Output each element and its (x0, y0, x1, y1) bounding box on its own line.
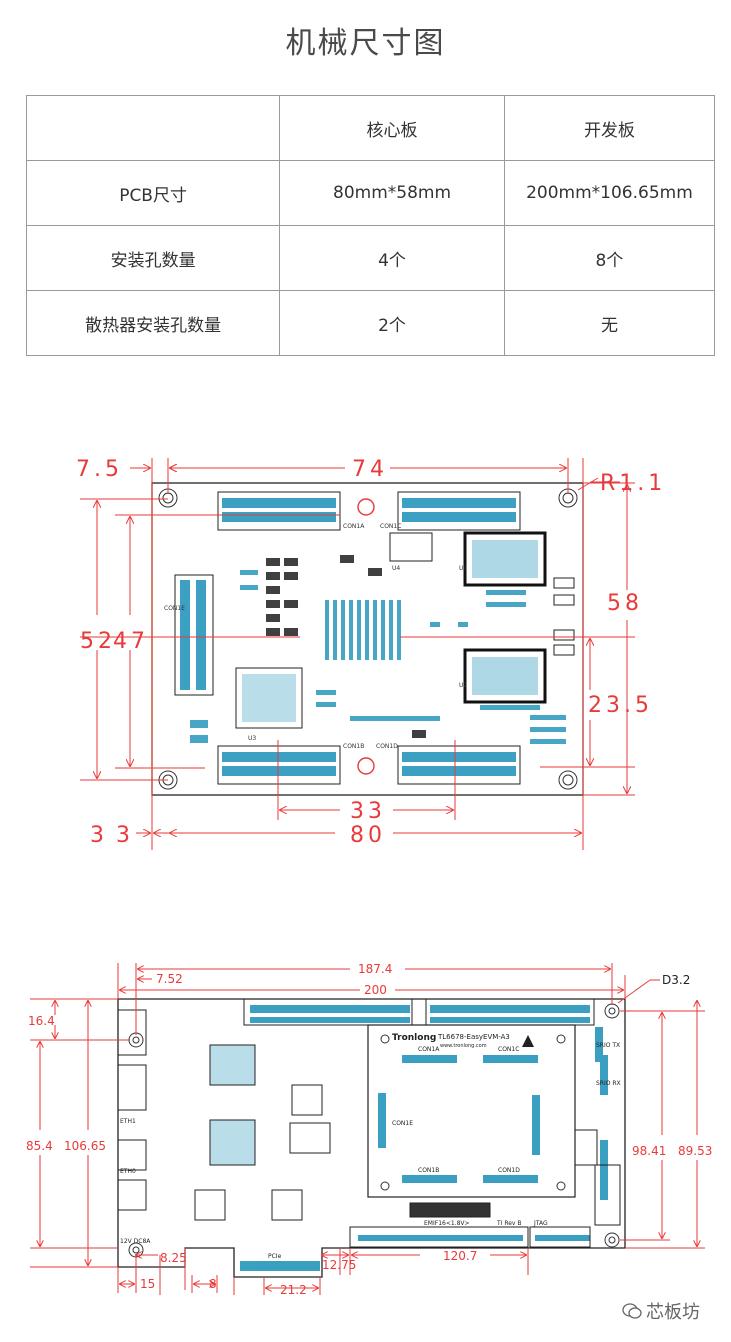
table-cell: 散热器安装孔数量 (25, 290, 281, 356)
dim-15: 15 (140, 1277, 155, 1291)
dim-r1-1: R1.1 (600, 471, 666, 496)
dim-7-5: 7.5 (76, 457, 123, 482)
dim-120-7: 120.7 (443, 1249, 477, 1263)
table-row: 散热器安装孔数量 2个 无 (25, 290, 716, 356)
table-cell: 无 (503, 290, 716, 356)
dc-jack-label: 12V DC8A (120, 1238, 151, 1245)
con1c-label: CON1C (380, 523, 401, 530)
dim-21-2: 21.2 (280, 1283, 307, 1297)
dim-3b: 3 (116, 823, 134, 848)
table-cell: 安装孔数量 (25, 225, 281, 291)
table-cell: PCB尺寸 (25, 160, 281, 226)
dim-8: 8 (209, 1277, 217, 1291)
dev-con1b-label: CON1B (418, 1167, 439, 1174)
dev-dimension-lines (30, 963, 705, 1295)
dim-3: 3 (90, 823, 108, 848)
dim-7-52: 7.52 (156, 972, 183, 986)
eth1-label: ETH1 (120, 1118, 136, 1125)
con1d-label: CON1D (376, 743, 398, 750)
table-header-cell (25, 95, 281, 161)
core-mounting-holes (158, 488, 578, 790)
table-cell: 80mm*58mm (279, 160, 505, 226)
ti-rev-label: TI Rev B (496, 1220, 522, 1227)
dim-52: 52 (80, 629, 116, 654)
dim-98-41: 98.41 (632, 1144, 666, 1158)
table-header-cell: 开发板 (503, 95, 716, 161)
core-connectors (174, 491, 521, 785)
u1-label: U1 (459, 565, 467, 572)
brand-label: Tronlong (392, 1033, 436, 1043)
dev-board-drawing: Tronlong TL6678-EasyEVM-A3 www.tronlong.… (26, 962, 712, 1297)
dim-16-4: 16.4 (28, 1014, 55, 1028)
watermark: 芯板坊 (622, 1298, 700, 1324)
dev-con1d-label: CON1D (498, 1167, 520, 1174)
dim-d3-2: D3.2 (662, 973, 690, 987)
page-title: 机械尺寸图 (285, 26, 446, 61)
core-chips (235, 531, 547, 729)
srio-rx-label: SRIO RX (596, 1080, 621, 1087)
table-cell: 2个 (279, 290, 505, 356)
dim-33: 33 (350, 799, 386, 824)
table-header-cell: 核心板 (279, 95, 505, 161)
u4-label: U4 (392, 565, 400, 572)
dim-80: 80 (350, 823, 386, 848)
eth0-label: ETH0 (120, 1168, 136, 1175)
dim-106-65: 106.65 (64, 1139, 106, 1153)
url-label: www.tronlong.com (440, 1043, 487, 1049)
dim-23-5: 23.5 (588, 693, 653, 718)
dim-89-53: 89.53 (678, 1144, 712, 1158)
table-row: 安装孔数量 4个 8个 (25, 225, 716, 291)
u3-label: U3 (248, 735, 256, 742)
core-board-drawing: CON1A CON1C CON1B CON1D CON1E U1 U2 U3 U… (76, 457, 666, 850)
dim-12-75: 12.75 (322, 1258, 356, 1272)
emif-label: EMIF16<1.8V> (424, 1220, 470, 1227)
table-header-row: 核心板 开发板 (25, 95, 716, 161)
core-components (190, 555, 566, 744)
core-dimension-lines (80, 458, 635, 850)
wechat-icon (622, 1303, 642, 1319)
dev-con1c-label: CON1C (498, 1046, 519, 1053)
table-cell: 8个 (503, 225, 716, 291)
con1b-label: CON1B (343, 743, 364, 750)
dim-58: 58 (607, 591, 643, 616)
dim-187-4: 187.4 (358, 962, 392, 976)
jtag-label: JTAG (533, 1220, 548, 1227)
model-label: TL6678-EasyEVM-A3 (437, 1033, 510, 1041)
dev-con1e-label: CON1E (392, 1120, 413, 1127)
con1e-label: CON1E (164, 605, 185, 612)
table-cell: 4个 (279, 225, 505, 291)
dim-85-4: 85.4 (26, 1139, 53, 1153)
dim-47: 47 (113, 629, 149, 654)
spec-table: 核心板 开发板 PCB尺寸 80mm*58mm 200mm*106.65mm 安… (25, 95, 716, 356)
table-row: PCB尺寸 80mm*58mm 200mm*106.65mm (25, 160, 716, 226)
table-cell: 200mm*106.65mm (503, 160, 716, 226)
dim-74: 74 (352, 457, 388, 482)
dim-8-25: 8.25 (160, 1251, 187, 1265)
u2-label: U2 (459, 682, 467, 689)
con1a-label: CON1A (343, 523, 365, 530)
dev-con1a-label: CON1A (418, 1046, 440, 1053)
watermark-text: 芯板坊 (646, 1302, 700, 1323)
dim-200: 200 (364, 983, 387, 997)
srio-tx-label: SRIO TX (596, 1042, 620, 1049)
pcie-label: PCIe (268, 1253, 282, 1260)
